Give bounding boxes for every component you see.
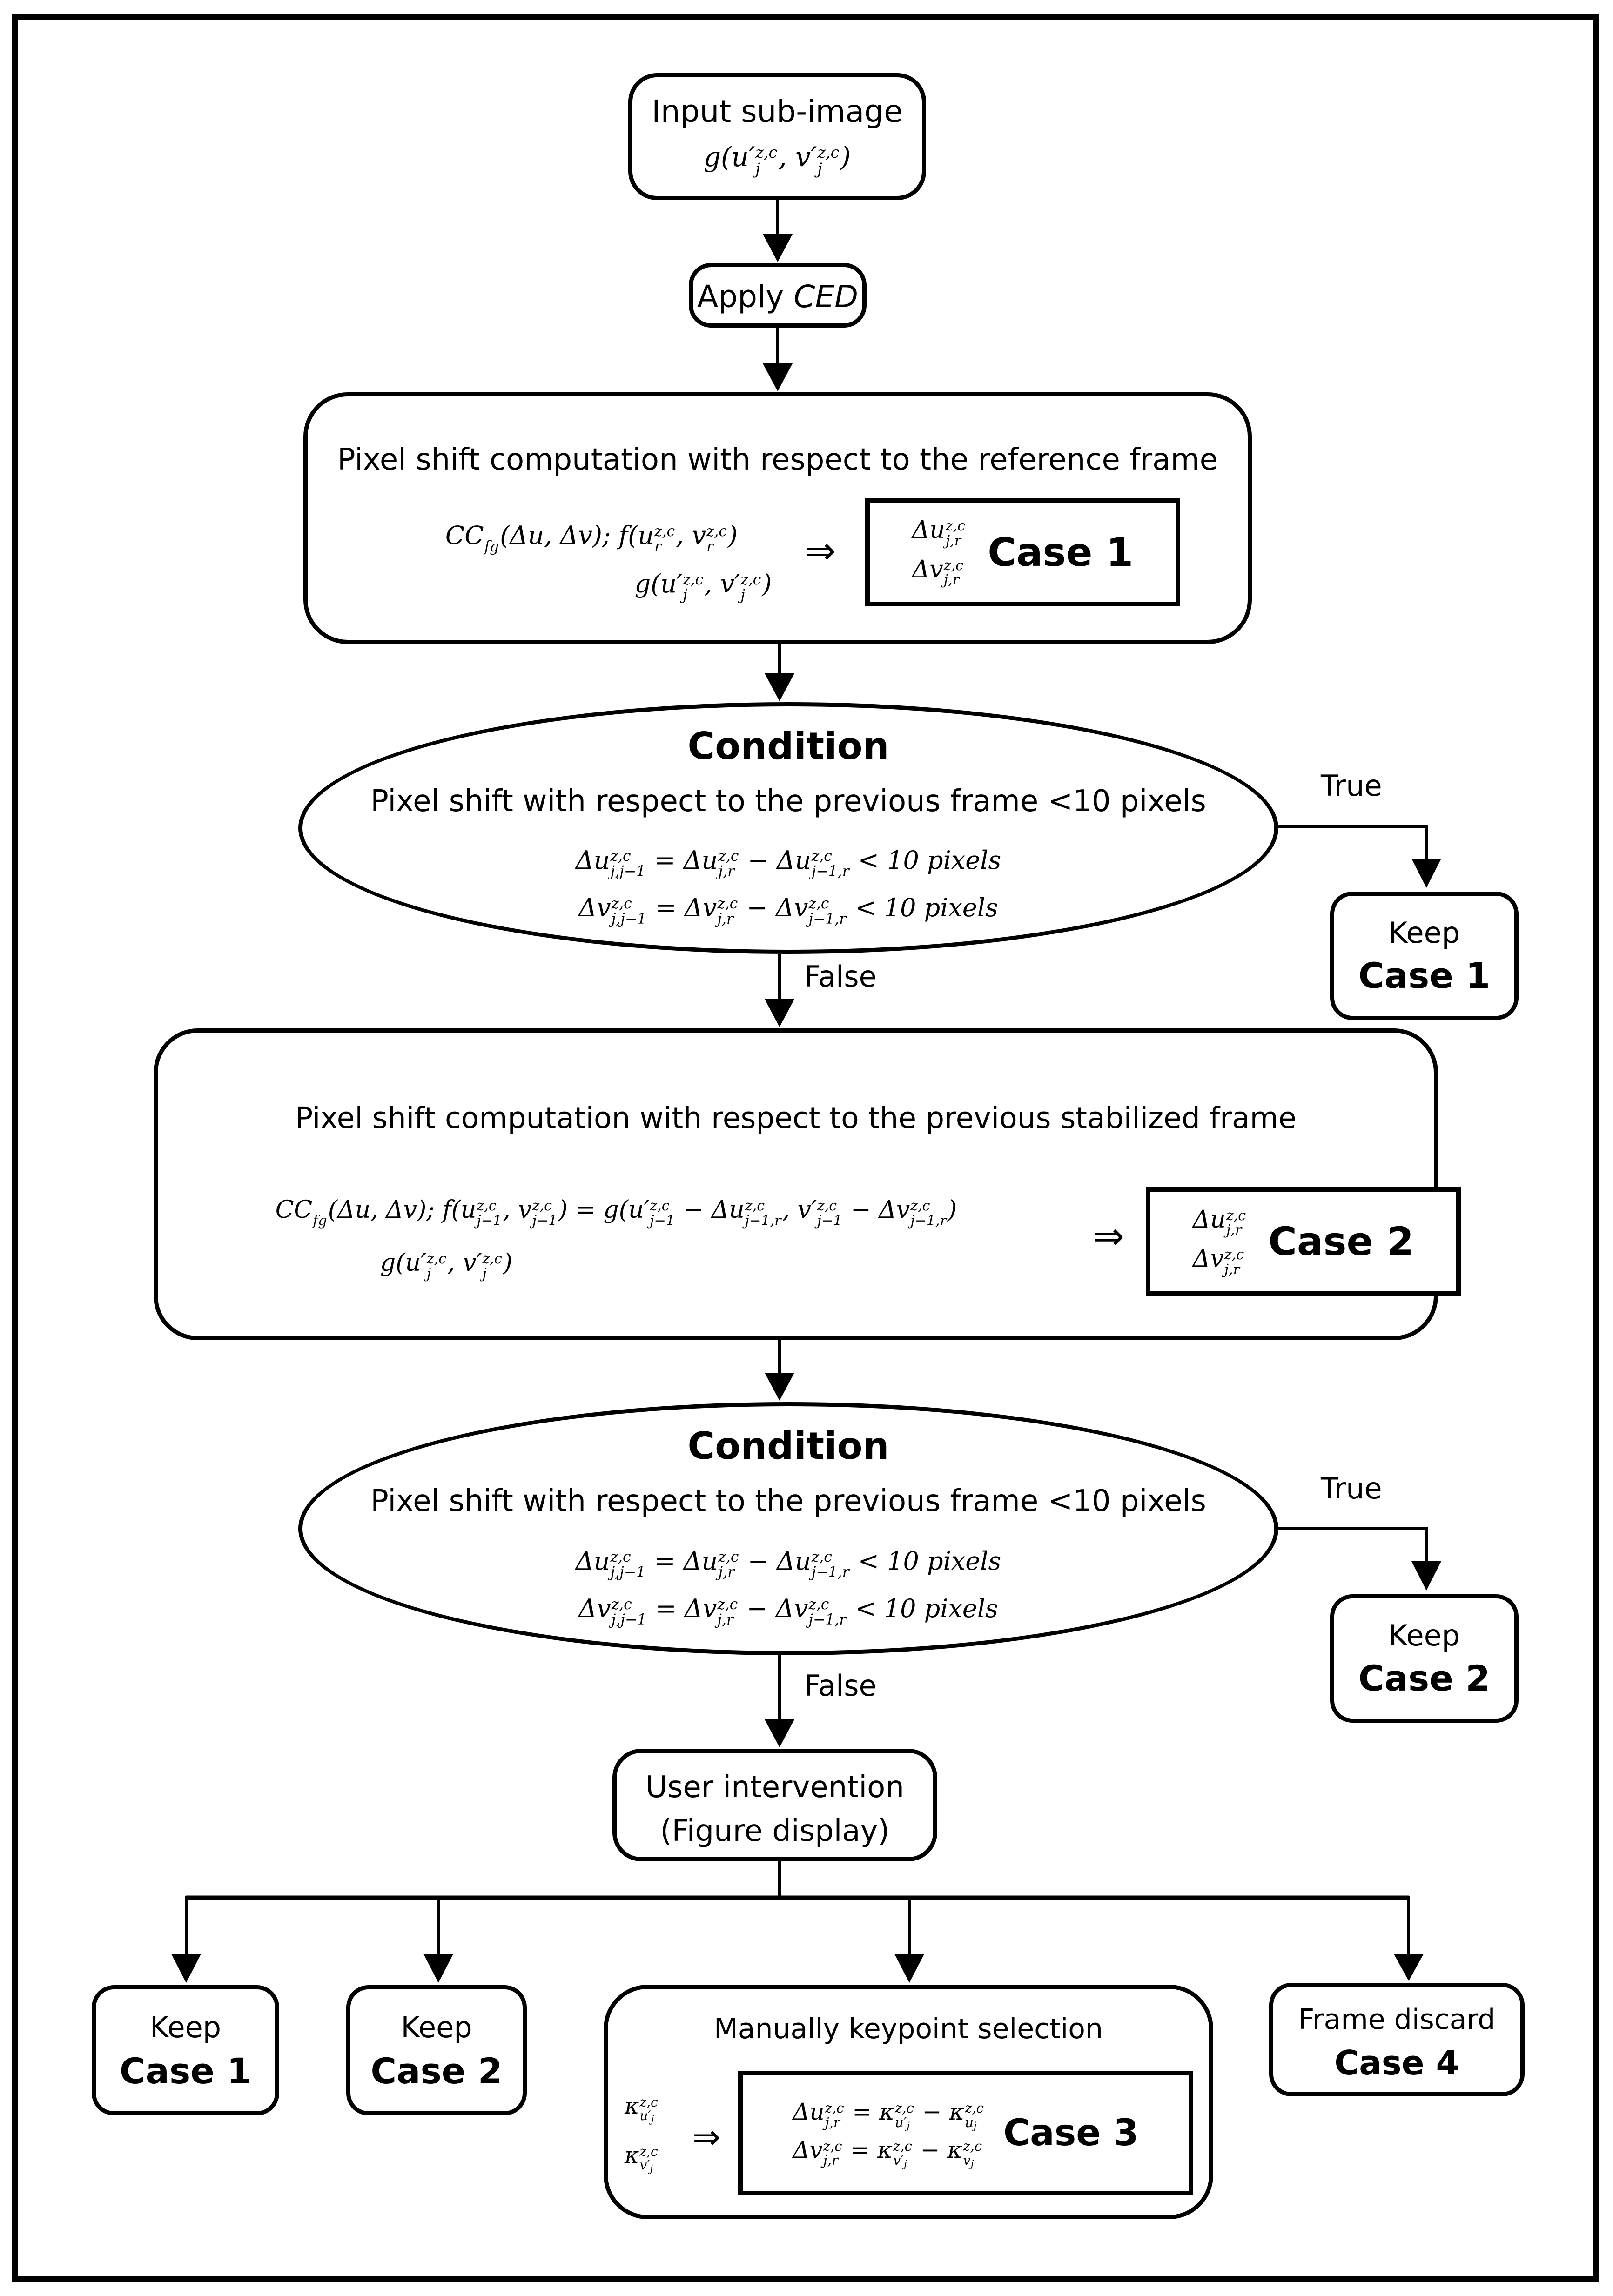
case1-label: Case 1	[988, 529, 1134, 575]
manual-implies-arrow: ⇒	[692, 2117, 721, 2156]
final-keep-case1-line1: Keep	[149, 2010, 222, 2044]
final-keep-case2-node: Keep Case 2	[346, 1985, 527, 2115]
final-keep-case2-line2: Case 2	[370, 2050, 503, 2092]
pixel-shift-reference-title: Pixel shift computation with respect to …	[337, 443, 1218, 477]
frame-discard-node: Frame discard Case 4	[1269, 1983, 1525, 2096]
condition2-node: Condition Pixel shift with respect to th…	[298, 1402, 1278, 1655]
case2-label: Case 2	[1268, 1219, 1414, 1264]
condition1-false-label: False	[804, 960, 877, 994]
final-keep-case1-line2: Case 1	[119, 2050, 252, 2092]
manual-keypoint-title: Manually keypoint selection	[713, 2013, 1103, 2045]
condition2-false-label: False	[804, 1669, 877, 1703]
pixel-shift-reference-node: Pixel shift computation with respect to …	[303, 392, 1252, 644]
condition1-subtitle: Pixel shift with respect to the previous…	[370, 784, 1206, 819]
keep-case2-line2: Case 2	[1358, 1658, 1491, 1699]
keep-case1-line2: Case 1	[1358, 955, 1491, 996]
ced-word: CED	[793, 279, 858, 315]
user-intervention-line2: (Figure display)	[660, 1814, 890, 1848]
page-border	[12, 14, 1599, 2282]
condition2-title: Condition	[687, 1424, 889, 1468]
condition2-subtitle: Pixel shift with respect to the previous…	[370, 1484, 1206, 1518]
keep-case1-node: Keep Case 1	[1330, 892, 1519, 1020]
user-intervention-node: User intervention (Figure display)	[612, 1749, 937, 1861]
case3-label: Case 3	[1003, 2112, 1139, 2154]
final-keep-case2-line1: Keep	[401, 2010, 472, 2044]
keep-case2-line1: Keep	[1388, 1618, 1460, 1652]
condition1-title: Condition	[687, 725, 889, 768]
apply-word: Apply	[697, 279, 794, 315]
pixel-shift-stabilized-title: Pixel shift computation with respect to …	[295, 1101, 1297, 1135]
pixel-shift-stabilized-node: Pixel shift computation with respect to …	[154, 1028, 1461, 1340]
apply-ced-node: Apply CED	[689, 263, 867, 328]
input-subimage-title: Input sub-image	[652, 94, 903, 129]
user-intervention-line1: User intervention	[645, 1770, 904, 1805]
condition1-true-label: True	[1321, 769, 1382, 803]
box1-implies-arrow: ⇒	[805, 529, 836, 572]
frame-discard-line1: Frame discard	[1298, 2003, 1496, 2036]
apply-ced-label: Apply CED	[693, 279, 862, 315]
keep-case1-line1: Keep	[1388, 916, 1460, 950]
box2-implies-arrow: ⇒	[1093, 1215, 1125, 1258]
keep-case2-node: Keep Case 2	[1330, 1594, 1519, 1723]
frame-discard-line2: Case 4	[1334, 2043, 1459, 2082]
condition2-true-label: True	[1321, 1471, 1382, 1505]
final-keep-case1-node: Keep Case 1	[92, 1985, 279, 2115]
condition1-node: Condition Pixel shift with respect to th…	[298, 702, 1278, 954]
